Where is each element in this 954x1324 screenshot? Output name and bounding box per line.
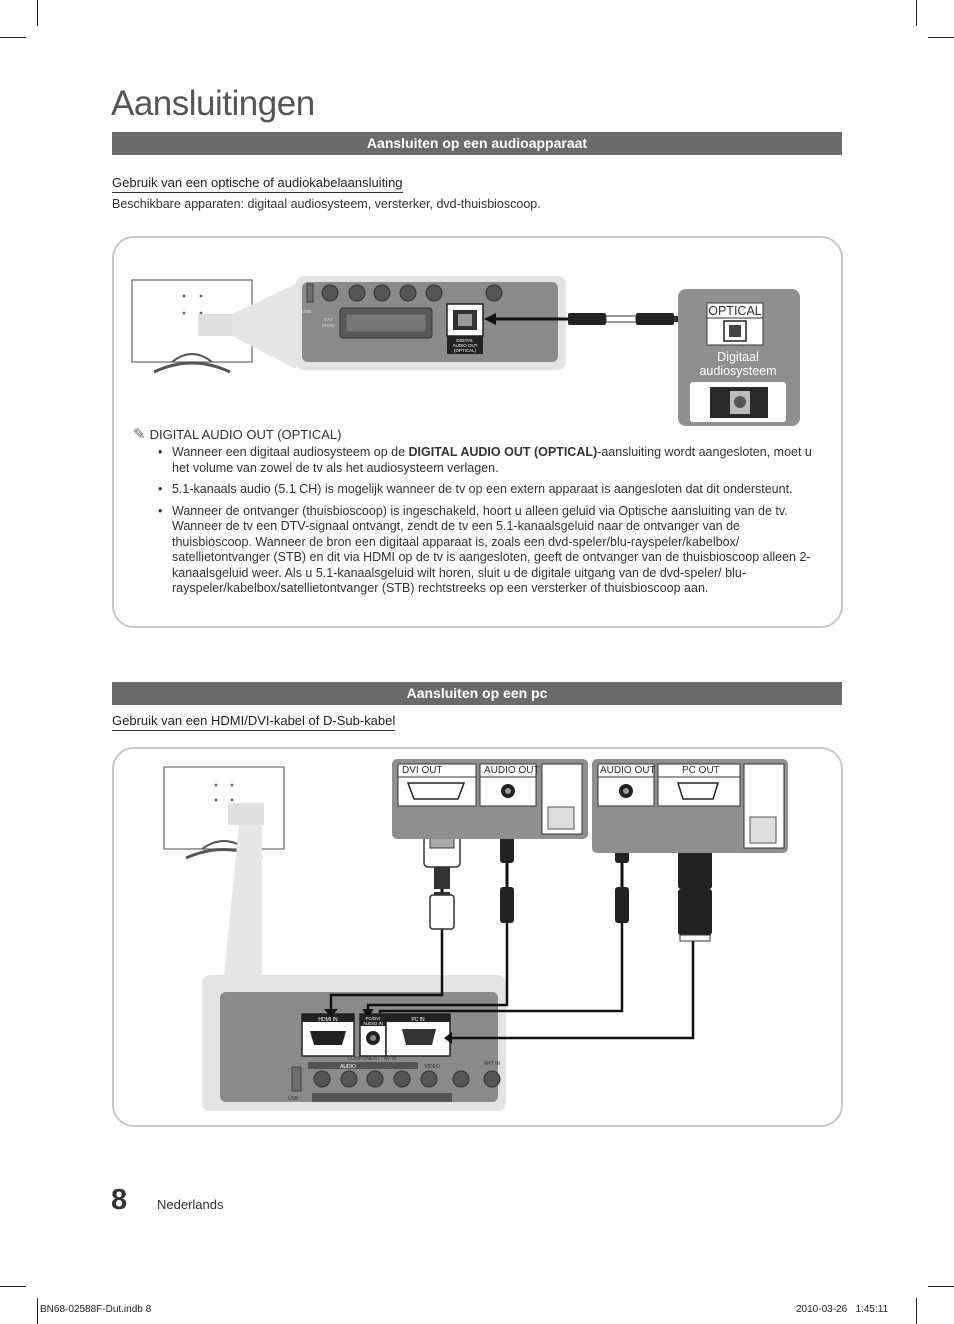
- usb-label: USB: [302, 309, 311, 314]
- optical-port-label: (OPTICAL): [454, 348, 477, 353]
- pc-out-label: PC OUT: [682, 765, 720, 776]
- note-heading: ✎DIGITAL AUDIO OUT (OPTICAL): [133, 425, 341, 443]
- page-number: 8: [111, 1184, 128, 1216]
- note-item: Wanneer de ontvanger (thuisbioscoop) is …: [158, 504, 813, 597]
- audio-out-label: AUDIO OUT: [484, 765, 540, 776]
- crop-mark: [37, 0, 38, 26]
- crop-mark: [37, 1298, 38, 1324]
- hdmi-in-label: HDMI IN: [318, 1017, 338, 1023]
- crop-mark: [928, 1286, 954, 1287]
- pc-dvi-label: PC/DVI: [365, 1016, 380, 1021]
- page-title: Aansluitingen: [111, 84, 315, 123]
- audio-label: AUDIO: [340, 1064, 356, 1070]
- tv-jack-panel: USB EXT (RGB) DIGITAL AUDIO OUT (OPTICAL…: [296, 276, 566, 370]
- ant-in-label: ANT IN: [484, 1061, 501, 1067]
- arrow-icon: [324, 1009, 338, 1017]
- optical-device-port-label: OPTICAL: [708, 304, 762, 318]
- audio-in-label: AUDIO IN: [363, 1021, 383, 1026]
- available-devices-text: Beschikbare apparaten: digitaal audiosys…: [112, 197, 541, 211]
- ext-label: EXT: [324, 317, 333, 322]
- usb-label: USB: [288, 1096, 299, 1102]
- pc-vga-device: AUDIO OUT PC OUT: [592, 759, 788, 853]
- note-list: Wanneer een digitaal audiosysteem op de …: [158, 445, 813, 603]
- subheading-optical: Gebruik van een optische of audiokabelaa…: [112, 175, 403, 193]
- dvi-out-label: DVI OUT: [402, 765, 443, 776]
- note-item: 5.1-kanaals audio (5.1 CH) is mogelijk w…: [158, 482, 813, 498]
- tv-illustration: [131, 279, 253, 374]
- pc-in-label: PC IN: [411, 1017, 425, 1023]
- print-date-info: 2010-03-26 1:45:11: [796, 1304, 889, 1315]
- device-name-line2: audiosysteem: [699, 364, 776, 378]
- note-heading-text: DIGITAL AUDIO OUT (OPTICAL): [149, 427, 342, 442]
- section-heading-pc: Aansluiten op een pc: [112, 682, 842, 705]
- arrow-icon: [362, 1009, 374, 1017]
- pc-dvi-device: DVI OUT AUDIO OUT: [392, 759, 588, 839]
- digital-port-label: DIGITAL: [456, 338, 474, 343]
- arrow-icon: [444, 1032, 452, 1044]
- pencil-icon: ✎: [133, 426, 146, 443]
- section-heading-audio: Aansluiten op een audioapparaat: [112, 132, 842, 155]
- subheading-hdmi-dsub: Gebruik van een HDMI/DVI-kabel of D-Sub-…: [112, 713, 396, 731]
- note-item: Wanneer een digitaal audiosysteem op de …: [158, 445, 813, 476]
- crop-mark: [0, 37, 26, 38]
- crop-mark: [0, 1286, 26, 1287]
- footer-language: Nederlands: [157, 1197, 224, 1212]
- crop-mark: [928, 37, 954, 38]
- digital-audio-system: OPTICAL Digitaal audiosysteem: [678, 289, 800, 426]
- tv-jack-panel: HDMI IN PC/DVI AUDIO IN PC IN COMPONENT …: [202, 975, 506, 1111]
- print-file-info: BN68-02588F-Dut.indb 8: [40, 1304, 152, 1315]
- audio-out-port-label: AUDIO OUT: [452, 343, 477, 348]
- crop-mark: [916, 0, 917, 26]
- optical-connection-diagram: USB EXT (RGB) DIGITAL AUDIO OUT (OPTICAL…: [131, 276, 800, 426]
- component-label: COMPONENT / AV IN: [348, 1056, 397, 1062]
- optical-cable: [484, 313, 686, 325]
- device-name-line1: Digitaal: [717, 350, 759, 364]
- ext-rgb-label: (RGB): [322, 323, 335, 328]
- video-label: VIDEO: [424, 1064, 440, 1070]
- audio-out-label: AUDIO OUT: [600, 765, 656, 776]
- crop-mark: [916, 1298, 917, 1324]
- pc-connection-diagram: HDMI IN PC/DVI AUDIO IN PC IN COMPONENT …: [163, 759, 788, 1111]
- tv-illustration: [163, 766, 285, 860]
